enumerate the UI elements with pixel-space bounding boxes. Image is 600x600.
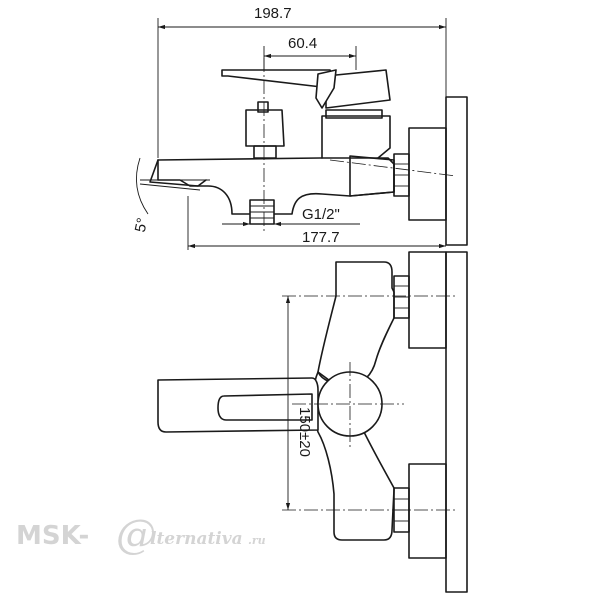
- watermark-suffix: lternativa: [150, 529, 243, 549]
- dim-handle-label: 60.4: [288, 35, 317, 52]
- watermark: MSK- @ lternativa .ru: [16, 512, 266, 558]
- dim-center-label: 150±20: [296, 407, 313, 457]
- handle-base: [315, 69, 337, 109]
- front-body-upper: [317, 261, 395, 385]
- front-body-lower: [312, 371, 395, 541]
- lower-flange: [408, 463, 447, 559]
- upper-flange: [408, 251, 447, 349]
- diverter-stem-top: [257, 101, 269, 113]
- watermark-prefix: MSK-: [16, 521, 89, 551]
- lower-nut: [393, 487, 410, 533]
- diverter-knob: [245, 109, 285, 147]
- spout-tip: [149, 159, 207, 187]
- wall-plate: [445, 96, 468, 246]
- front-elevation-view: 150±20: [157, 251, 468, 593]
- thread-label: G1/2": [302, 206, 340, 223]
- dim-spout-label: 177.7: [302, 229, 340, 246]
- dim-overall-label: 198.7: [254, 5, 292, 22]
- angle-label: 5°: [132, 216, 152, 234]
- wall-plate-front: [445, 251, 468, 593]
- dimension-lines-top: [135, 18, 447, 250]
- side-elevation-view: [149, 58, 468, 246]
- mixer-body: [157, 157, 395, 215]
- inlet-centerline: [329, 159, 457, 177]
- front-handle-inset: [217, 393, 313, 421]
- cartridge-housing: [321, 115, 391, 159]
- front-handle: [157, 377, 319, 433]
- cartridge-ring: [325, 109, 383, 119]
- watermark-tld: .ru: [248, 534, 266, 547]
- connector: [349, 155, 395, 197]
- diverter-stem: [253, 145, 277, 159]
- angle-arc: [135, 157, 149, 215]
- watermark-at: @: [116, 512, 156, 558]
- dimension-labels-top: 198.7 60.4 G1/2" 177.7 5°: [132, 5, 340, 246]
